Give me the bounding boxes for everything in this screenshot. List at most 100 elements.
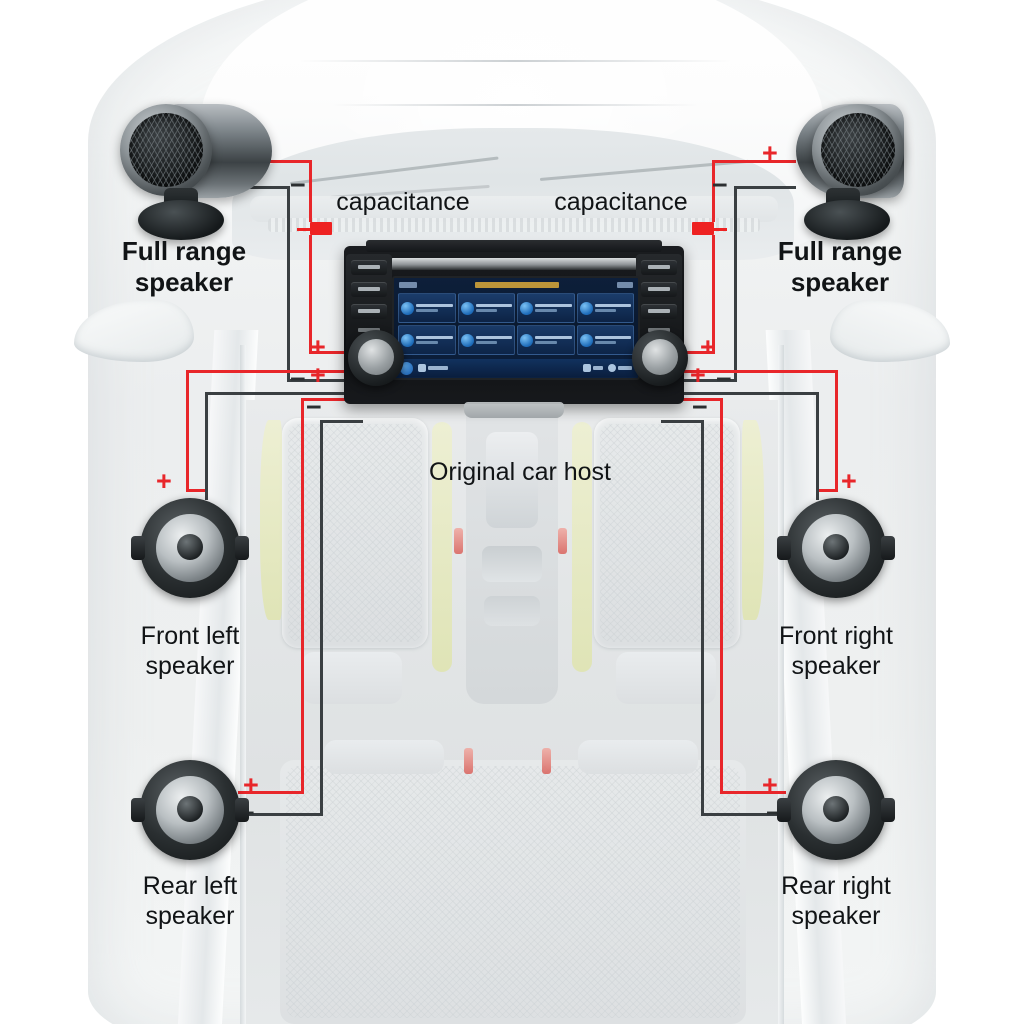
rear-right-headrest xyxy=(578,740,698,774)
wire-front-left-negative xyxy=(205,392,208,500)
speaker-rear-left[interactable] xyxy=(131,760,249,860)
eject-icon xyxy=(583,364,591,372)
wire-rear-right-negative xyxy=(701,813,786,816)
label-capacitance-left: capacitance xyxy=(336,188,470,216)
status-left-icon xyxy=(399,282,417,288)
tune-knob[interactable] xyxy=(632,330,688,386)
brightness-icon xyxy=(418,364,426,372)
seatbelt-right-inner xyxy=(572,422,592,672)
wire-rear-left-negative xyxy=(320,420,323,816)
rear-left-headrest xyxy=(324,740,444,774)
head-unit-top-trim xyxy=(366,240,662,252)
tune-button[interactable] xyxy=(641,260,677,275)
door-edge-left xyxy=(240,345,246,1024)
status-right-icon xyxy=(617,282,633,288)
wire-front-left-positive xyxy=(186,489,208,492)
wire-rear-right-positive xyxy=(720,791,786,794)
app-tile-headphones[interactable] xyxy=(457,325,515,355)
label-rear-right-speaker: Rear right speaker xyxy=(781,872,891,930)
wire-rear-left-positive xyxy=(238,791,304,794)
app-tile-grid[interactable] xyxy=(398,293,634,355)
apps-icon xyxy=(579,301,593,315)
wire-front-left-positive xyxy=(186,370,189,492)
cup-holder xyxy=(482,546,542,582)
seatbelt-buckle-right xyxy=(558,528,567,554)
screen-bottom-bar[interactable] xyxy=(396,359,636,377)
polarity-plus-front-right: + xyxy=(841,466,857,496)
headphones-icon xyxy=(460,333,474,347)
cowl-panel xyxy=(250,196,778,222)
app-tile-settings[interactable] xyxy=(576,325,634,355)
app-tile-bluetooth[interactable] xyxy=(517,293,575,323)
head-unit[interactable] xyxy=(344,240,684,418)
navigation-icon xyxy=(401,333,414,347)
eject-control[interactable] xyxy=(583,364,603,372)
cd-slot[interactable] xyxy=(390,258,638,270)
label-front-right-speaker: Front right speaker xyxy=(779,622,893,680)
rear-buckle-left xyxy=(464,748,473,774)
label-capacitance-right: capacitance xyxy=(554,188,688,216)
wire-tweeter-right-positive xyxy=(712,160,715,222)
power-control[interactable] xyxy=(608,364,632,372)
capacitor-right xyxy=(692,222,714,235)
polarity-plus-rear-left: + xyxy=(243,770,259,800)
seatbelt-left-inner xyxy=(432,422,452,672)
wire-tweeter-right-negative xyxy=(671,379,737,382)
label-full-range-right: Full range speaker xyxy=(777,236,903,297)
wire-rear-left-negative xyxy=(238,813,323,816)
polarity-plus-host-front-left: + xyxy=(310,332,326,362)
media-icon xyxy=(520,333,533,347)
polarity-minus-host-rear-left: − xyxy=(306,392,322,422)
wire-front-left-negative xyxy=(205,392,363,395)
aux-button[interactable] xyxy=(641,304,677,319)
app-tile-phone[interactable] xyxy=(398,293,456,323)
speaker-front-right[interactable] xyxy=(777,498,895,598)
wire-tweeter-left-negative xyxy=(287,379,353,382)
seatbelt-buckle-left xyxy=(454,528,463,554)
power-icon xyxy=(608,364,616,372)
wire-tweeter-left-positive xyxy=(309,351,353,354)
radio-icon xyxy=(460,301,474,315)
label-rear-left-speaker: Rear left speaker xyxy=(142,872,238,930)
wire-tweeter-left-positive xyxy=(309,160,312,222)
gear-shifter xyxy=(486,432,538,528)
rear-bench-seat xyxy=(280,760,746,1024)
capacitor-right-lead xyxy=(713,228,727,231)
wire-tweeter-left-negative xyxy=(228,186,290,189)
back-icon[interactable] xyxy=(400,361,413,375)
cowl-vent xyxy=(268,218,760,232)
rear-buckle-right xyxy=(542,748,551,774)
wire-tweeter-right-positive xyxy=(671,351,715,354)
front-left-headrest xyxy=(302,652,402,704)
polarity-minus-host-rear-right: − xyxy=(692,392,708,422)
wire-rear-right-negative xyxy=(661,420,704,423)
wire-front-right-negative xyxy=(661,392,819,395)
polarity-plus-host-rear-left: + xyxy=(310,360,326,390)
app-tile-media[interactable] xyxy=(517,325,575,355)
tweeter-base-right xyxy=(804,200,890,240)
status-center-text xyxy=(475,282,559,288)
wire-tweeter-left-positive xyxy=(309,235,312,353)
speaker-rear-right[interactable] xyxy=(777,760,895,860)
tweeter-base-left xyxy=(138,200,224,240)
app-tile-apps[interactable] xyxy=(576,293,634,323)
wire-rear-left-positive xyxy=(301,398,363,401)
speaker-front-left[interactable] xyxy=(131,498,249,598)
menu-button[interactable] xyxy=(351,304,387,319)
wire-front-left-positive xyxy=(186,370,362,373)
disc-button[interactable] xyxy=(641,282,677,297)
head-unit-screen[interactable] xyxy=(392,276,640,380)
wire-front-right-positive xyxy=(816,489,838,492)
tweeter-face-right xyxy=(812,104,904,196)
seek-button[interactable] xyxy=(351,260,387,275)
app-tile-navigation[interactable] xyxy=(398,325,456,355)
settings-icon xyxy=(579,333,593,347)
capacitor-left xyxy=(310,222,332,235)
volume-knob[interactable] xyxy=(348,330,404,386)
wire-rear-right-positive xyxy=(720,398,723,794)
polarity-minus-host-front-left: − xyxy=(290,364,306,394)
eject-button[interactable] xyxy=(351,282,387,297)
app-tile-radio[interactable] xyxy=(457,293,515,323)
brightness-control[interactable] xyxy=(418,364,448,372)
